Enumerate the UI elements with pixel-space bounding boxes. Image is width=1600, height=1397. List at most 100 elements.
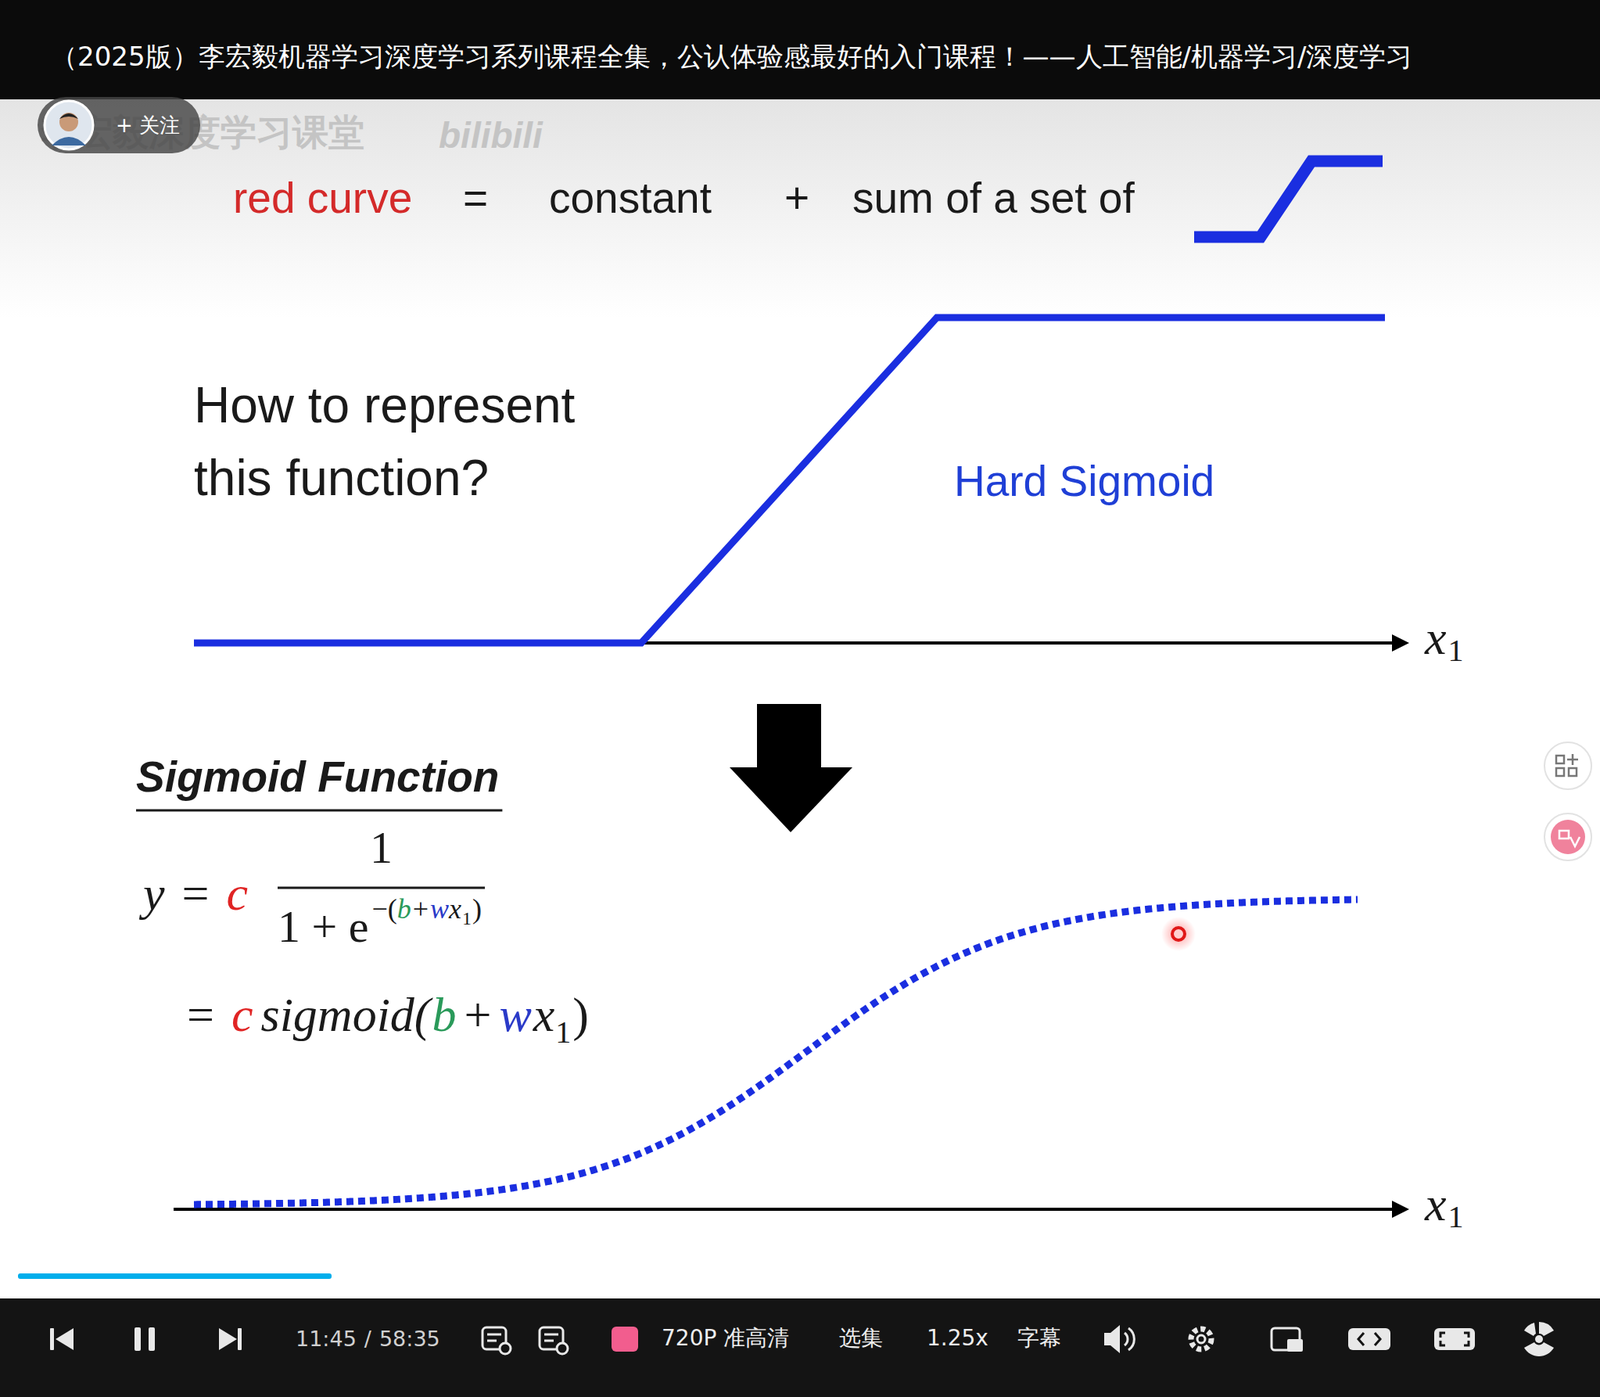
axis-label: x xyxy=(1424,1179,1447,1228)
slide-heading: + xyxy=(784,176,810,220)
danmaku-icon xyxy=(499,1342,511,1354)
time-current: 11:45 xyxy=(295,1327,357,1349)
formula-part: c xyxy=(226,868,249,918)
share-icon xyxy=(1524,1322,1536,1336)
subtitle-button: 字幕 xyxy=(1017,1327,1062,1349)
danmaku-icon xyxy=(487,1334,502,1341)
formula-part: w xyxy=(498,990,531,1039)
pause-icon xyxy=(148,1327,155,1351)
heading-underline xyxy=(136,809,503,812)
episodes-button: 选集 xyxy=(839,1327,883,1349)
formula-exponent: w xyxy=(430,894,449,923)
prev-icon xyxy=(50,1327,54,1350)
formula-part: + xyxy=(464,990,492,1039)
video-title: （2025版）李宏毅机器学习深度学习系列课程全集，公认体验感最好的入门课程！——… xyxy=(50,43,1413,70)
formula-part: y xyxy=(143,868,166,918)
share-icon xyxy=(1539,1321,1554,1336)
slide-heading: = xyxy=(462,176,488,220)
formula-part: = xyxy=(182,868,210,918)
avatar xyxy=(51,136,87,146)
speed-button: 1.25x xyxy=(926,1327,989,1349)
danmaku-settings-icon xyxy=(556,1342,568,1354)
formula-part: = xyxy=(186,990,215,1039)
hard-sigmoid-curve xyxy=(193,317,1385,643)
slide-heading: red curve xyxy=(233,176,413,220)
axis-subscript: 1 xyxy=(1448,634,1464,667)
follow-button: + 关注 xyxy=(37,96,201,154)
quality-button: 720P 准高清 xyxy=(661,1327,790,1349)
widescreen-icon xyxy=(1358,1332,1381,1346)
button-text: + 关注 xyxy=(115,114,180,136)
avatar xyxy=(59,112,79,132)
sigmoid-curve xyxy=(193,899,1358,1205)
formula-part: x xyxy=(533,990,556,1039)
formula-exponent: b xyxy=(397,894,412,923)
question-text: How to represent this function? xyxy=(193,369,617,515)
x-axis xyxy=(173,1207,1396,1211)
formula-exponent: x xyxy=(448,894,462,923)
formula-subscript: 1 xyxy=(555,1016,571,1048)
control-icons xyxy=(482,1327,1469,1354)
watermark: bilibili xyxy=(438,117,543,154)
formula-subscript: 1 xyxy=(462,908,472,928)
hard-sigmoid-icon xyxy=(1194,161,1383,237)
slide-header-shade xyxy=(0,99,1600,319)
grid-icon xyxy=(1568,767,1577,776)
slide-heading: sum of a set of xyxy=(852,176,1135,220)
settings-icon xyxy=(1191,1328,1212,1349)
grid-icon xyxy=(1556,755,1565,764)
time-separator: / xyxy=(364,1327,372,1349)
formula-part: sigmoid( xyxy=(261,990,431,1039)
prev-icon xyxy=(55,1327,74,1350)
axis-label: x xyxy=(1424,613,1447,662)
settings-icon xyxy=(1197,1334,1206,1343)
fullscreen-icon xyxy=(1434,1327,1475,1350)
grid-icon xyxy=(1556,767,1565,776)
formula-part: b xyxy=(432,990,457,1039)
volume-icon xyxy=(1104,1324,1120,1353)
volume-icon xyxy=(1124,1327,1134,1350)
avatar xyxy=(59,113,79,119)
fullscreen-icon xyxy=(1440,1332,1469,1346)
axis-arrowhead xyxy=(1391,634,1410,652)
section-heading: Sigmoid Function xyxy=(136,755,499,799)
formula-exponent: −( xyxy=(371,894,397,923)
formula-exponent: + xyxy=(412,894,429,923)
axis-subscript: 1 xyxy=(1448,1201,1464,1233)
formula-part: 1 xyxy=(369,825,393,871)
share-icon xyxy=(1524,1341,1554,1357)
curve-name: Hard Sigmoid xyxy=(954,459,1215,503)
grid-icon xyxy=(1567,753,1579,765)
progress-bar xyxy=(17,1273,332,1279)
next-icon xyxy=(237,1327,242,1350)
formula-part: c xyxy=(231,990,254,1039)
down-arrow xyxy=(729,703,853,833)
danmaku-settings-icon xyxy=(544,1334,559,1341)
formula-exponent: ) xyxy=(472,894,482,923)
widescreen-icon xyxy=(1348,1327,1391,1350)
avatar xyxy=(40,96,97,154)
translate-icon xyxy=(1559,830,1580,847)
pause-icon xyxy=(134,1327,141,1351)
slide-ground xyxy=(0,99,1600,1299)
translate-icon xyxy=(1550,819,1586,854)
pointer-glow xyxy=(1161,916,1196,951)
formula-part: ) xyxy=(572,990,589,1039)
pip-icon xyxy=(1287,1338,1303,1352)
pointer-dot xyxy=(1172,927,1185,940)
control-icons xyxy=(50,1321,1554,1357)
avatar xyxy=(44,100,94,150)
title-bar xyxy=(0,0,1600,100)
control-bar xyxy=(0,1298,1600,1397)
share-icon xyxy=(1535,1334,1543,1343)
time-total: 58:35 xyxy=(379,1327,441,1349)
slide-heading: constant xyxy=(548,176,712,220)
subtitle-ai-icon xyxy=(611,1326,639,1352)
next-icon xyxy=(218,1327,237,1350)
side-button xyxy=(1544,813,1592,861)
formula-part: 1 + e xyxy=(277,904,369,950)
side-button xyxy=(1544,742,1592,790)
fraction-bar xyxy=(277,886,485,890)
axis-arrowhead xyxy=(1391,1200,1410,1218)
